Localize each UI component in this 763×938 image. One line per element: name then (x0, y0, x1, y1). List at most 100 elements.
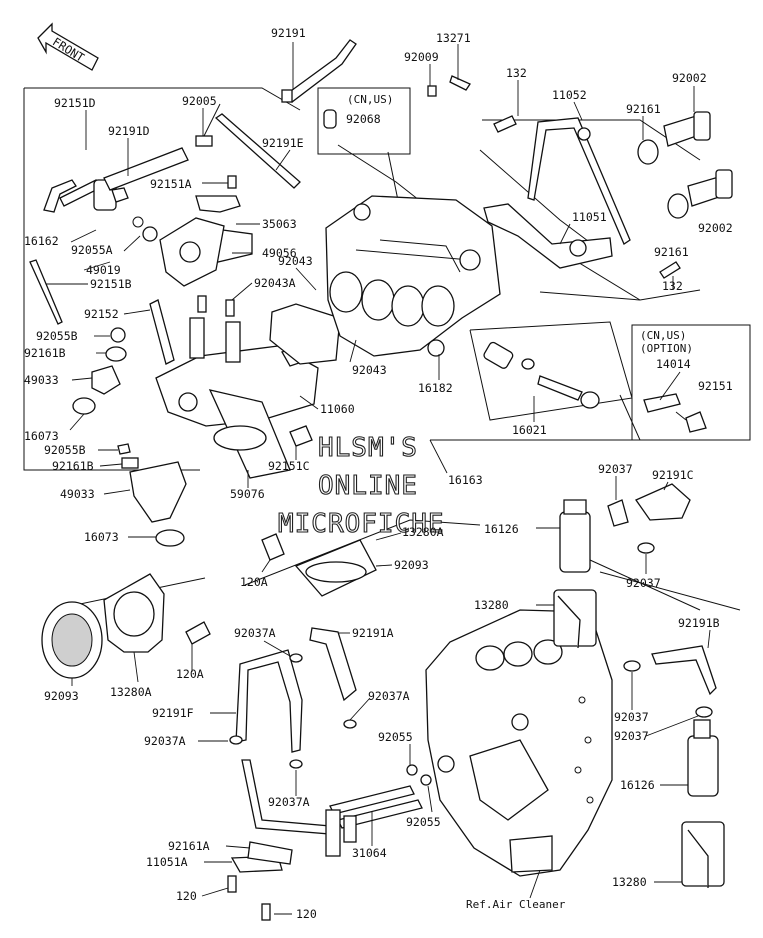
front-arrow-label: FRONT (50, 35, 87, 65)
hose-92191A (309, 627, 357, 702)
pump-49019 (132, 216, 225, 287)
part-label: 16126 (484, 522, 519, 536)
filter-16162 (43, 147, 189, 213)
watermark-line-2: ONLINE (318, 471, 418, 501)
clip-92037-d (695, 706, 713, 718)
hose-92191E (214, 113, 301, 189)
part-label: 92161B (24, 346, 66, 360)
fuel-rail-31064 (325, 785, 423, 857)
part-label: 49033 (60, 487, 95, 501)
part-label: 92055B (36, 329, 78, 343)
part-label: 16163 (448, 473, 483, 487)
bolt-120 (227, 875, 237, 893)
gasket-11060 (269, 303, 341, 365)
injector-49033-lower (129, 461, 187, 523)
stud-92002 (663, 111, 711, 147)
part-label: 11051A (146, 855, 188, 869)
part-label: 35063 (262, 217, 297, 231)
throttle-body (325, 195, 501, 357)
part-label: 92191F (152, 706, 194, 720)
seal-16073 (72, 397, 96, 415)
part-label: 92191A (352, 626, 394, 640)
part-label: 92037 (614, 710, 649, 724)
lever-pivot (569, 239, 587, 257)
part-label: 92037A (268, 795, 310, 809)
bolt-120A-lower (185, 621, 211, 645)
hose-92191F (235, 649, 303, 753)
part-label: 92055A (71, 243, 113, 257)
part-label: 92191 (271, 26, 306, 40)
part-label: 120 (296, 907, 317, 921)
ref-air-cleaner-note: Ref.Air Cleaner (466, 898, 566, 911)
stud-92002-lower (687, 169, 733, 207)
part-label: 92009 (404, 50, 439, 64)
part-label: 92043 (352, 363, 387, 377)
rod-11052 (527, 117, 631, 245)
part-label: 13280A (110, 685, 152, 699)
part-label: 120A (240, 575, 268, 589)
delivery-pipe-11060 (155, 295, 319, 479)
part-label: 92152 (84, 307, 119, 321)
part-label: 92093 (394, 558, 429, 572)
part-label: 16073 (84, 530, 119, 544)
bolt-120-lower (261, 903, 271, 921)
bracket-13271 (449, 75, 471, 91)
part-label: 16162 (24, 234, 59, 248)
collar-92161-lower (667, 193, 689, 219)
part-label: 92151B (90, 277, 132, 291)
part-label: 92002 (672, 71, 707, 85)
sensor-16126-lower (687, 719, 719, 797)
part-label: 92191B (678, 616, 720, 630)
collar-92161 (637, 139, 659, 165)
cn-us-option-box (631, 324, 751, 441)
cn-us-box (317, 87, 411, 155)
part-label: 132 (506, 66, 527, 80)
cn-us-option-note-1: (CN,US) (640, 329, 686, 342)
part-label: 92005 (182, 94, 217, 108)
part-label: 92191D (108, 124, 150, 138)
air-cleaner-plate (425, 609, 613, 877)
bolt-132-lower (659, 261, 681, 279)
part-label: 49056 (262, 246, 297, 260)
watermark-line-3: MICROFICHE (278, 509, 445, 539)
part-label: 92043 (278, 254, 313, 268)
o-ring-92055-lower (420, 774, 432, 786)
part-label: 92151C (268, 459, 310, 473)
part-label: 31064 (352, 846, 387, 860)
part-label: 16126 (620, 778, 655, 792)
part-label: 92151D (54, 96, 96, 110)
cn-us-option-note-2: (OPTION) (640, 342, 693, 355)
clip-92037A (229, 653, 357, 769)
part-label: 92161A (168, 839, 210, 853)
bolt-120A (261, 533, 285, 561)
part-label: 92161B (52, 459, 94, 473)
rod-end-11052 (577, 127, 591, 141)
part-label: 92043A (254, 276, 296, 290)
seal-16073-lower (155, 529, 185, 547)
hose-92191C (635, 483, 691, 521)
hose-92191 (281, 39, 357, 103)
clip-92037 (607, 499, 629, 527)
joint-92005 (195, 135, 213, 147)
part-label: 14014 (656, 357, 691, 371)
part-label: 92037A (234, 626, 276, 640)
clip-92037-c (623, 660, 641, 672)
part-label: 92055 (406, 815, 441, 829)
cap-92068 (323, 109, 337, 129)
injector-49033 (91, 365, 121, 395)
bolt-92151C (289, 425, 313, 447)
holder-13280-lower (681, 821, 725, 888)
gasket-92093 (294, 539, 377, 597)
part-label: 92037 (614, 729, 649, 743)
collar-92161A (247, 841, 293, 865)
cn-us-note: (CN,US) (347, 93, 393, 106)
part-label: 92151A (150, 177, 192, 191)
bolt-92151 (685, 411, 707, 433)
part-label: 92037 (598, 462, 633, 476)
part-labels: 92191 13271 92009 132 92002 11052 92151D… (24, 26, 733, 921)
o-ring-92055B (110, 327, 126, 343)
part-label: 92055 (378, 730, 413, 744)
part-label: 13280 (612, 875, 647, 889)
part-label: 16021 (512, 423, 547, 437)
part-label: 49033 (24, 373, 59, 387)
